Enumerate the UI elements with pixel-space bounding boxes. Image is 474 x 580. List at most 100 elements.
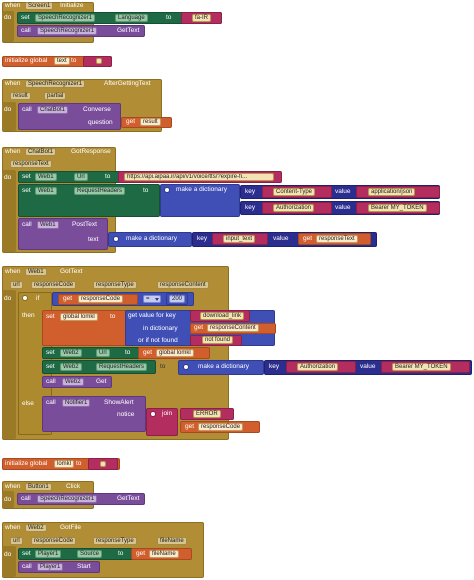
param-response-text[interactable]: responseText <box>10 160 52 168</box>
to-label: to <box>118 550 124 557</box>
key-label: key <box>245 204 256 211</box>
component-dropdown[interactable]: Player1 <box>37 563 64 571</box>
key-text-value[interactable]: input_text <box>223 235 256 243</box>
call-converse-block[interactable] <box>18 103 121 130</box>
text-value[interactable] <box>100 461 106 467</box>
method-name: GetText <box>117 495 140 502</box>
get-label: get <box>126 118 136 125</box>
property-dropdown[interactable]: Url <box>74 173 88 181</box>
param-response-code[interactable]: responseCode <box>31 281 77 289</box>
component-dropdown[interactable]: Web1 <box>35 173 57 181</box>
mutator-gear-icon[interactable] <box>150 411 156 417</box>
to-label: to <box>71 57 77 64</box>
get-label: get <box>136 550 146 557</box>
join-label: join <box>162 410 173 417</box>
value-label: value <box>335 204 351 211</box>
get-label: get <box>194 324 204 331</box>
to-label: to <box>105 173 111 180</box>
get-label: get <box>63 295 73 302</box>
variable-dropdown[interactable]: responseCode <box>198 423 244 431</box>
value-text-value[interactable]: application/json <box>368 188 416 196</box>
event-block-body-notch <box>2 546 16 577</box>
component-dropdown-web1[interactable]: Web1 <box>25 268 47 276</box>
mutator-gear-icon[interactable] <box>113 236 119 242</box>
variable-dropdown[interactable]: responseCode <box>78 295 124 303</box>
component-dropdown[interactable]: Web2 <box>25 524 47 532</box>
text-value[interactable]: ERROR <box>193 410 221 418</box>
variable-name-field[interactable]: text <box>54 57 70 65</box>
variable-dropdown[interactable]: responseContent <box>207 324 259 332</box>
component-dropdown[interactable]: SpeechRecognizer1 <box>37 27 98 35</box>
variable-dropdown[interactable]: responseText <box>316 235 358 243</box>
join-block[interactable] <box>146 408 178 436</box>
property-dropdown[interactable]: RequestHeaders <box>74 187 126 195</box>
variable-dropdown[interactable]: fileName <box>149 550 179 558</box>
component-dropdown[interactable]: SpeechRecognizer1 <box>35 14 96 22</box>
text-value[interactable]: fa-IR <box>192 14 212 22</box>
component-dropdown[interactable]: Screen1 <box>25 2 54 10</box>
param-response-code[interactable]: responseCode <box>31 537 77 545</box>
component-dropdown[interactable]: ChatBot1 <box>37 106 69 114</box>
key-text-value[interactable]: Authorization <box>273 204 315 212</box>
property-dropdown[interactable]: Url <box>96 349 110 357</box>
make-dictionary-block[interactable] <box>160 184 240 217</box>
variable-dropdown[interactable]: global lomkl <box>156 349 194 357</box>
when-label: when <box>5 80 21 87</box>
param-result[interactable]: result <box>10 92 31 100</box>
operator-dropdown[interactable]: = <box>143 295 161 303</box>
component-dropdown[interactable]: SpeechRecognizer1 <box>25 80 86 88</box>
property-dropdown[interactable]: Source <box>77 550 103 558</box>
make-dict-label: make a dictionary <box>126 235 177 242</box>
value-text-value[interactable]: Bearer MY_TOKEN <box>368 204 427 212</box>
mutator-gear-icon[interactable] <box>22 295 28 301</box>
component-dropdown[interactable]: Notifier1 <box>62 399 91 407</box>
variable-dropdown[interactable]: global lomkl <box>60 313 98 321</box>
param-response-type[interactable]: responseType <box>93 537 137 545</box>
param-url[interactable]: url <box>10 281 23 289</box>
chevron-down-icon <box>155 298 159 301</box>
key-text-value[interactable]: download_link <box>200 312 245 320</box>
call-label: call <box>46 399 56 406</box>
param-partial[interactable]: partial <box>44 92 67 100</box>
param-response-type[interactable]: responseType <box>93 281 137 289</box>
set-label: set <box>46 349 55 356</box>
mutator-gear-icon[interactable] <box>164 187 170 193</box>
property-dropdown[interactable]: RequestHeaders <box>96 363 148 371</box>
mutator-gear-icon[interactable] <box>183 364 189 370</box>
component-dropdown[interactable]: Web2 <box>60 349 82 357</box>
event-name: AfterGettingText <box>104 80 151 87</box>
variable-dropdown[interactable]: result <box>140 118 161 126</box>
component-dropdown[interactable]: Button1 <box>25 483 52 491</box>
text-value[interactable]: not found <box>202 336 234 344</box>
get-label: get <box>185 423 195 430</box>
component-dropdown[interactable]: SpeechRecognizer1 <box>37 495 98 503</box>
component-dropdown[interactable]: Web1 <box>35 187 57 195</box>
key-text-value[interactable]: Content-Type <box>273 188 316 196</box>
call-label: call <box>21 495 31 502</box>
event-block-body-notch <box>2 11 14 42</box>
param-response-content[interactable]: responseContent <box>157 281 209 289</box>
value-label: value <box>335 188 351 195</box>
variable-name-field[interactable]: lomkl <box>54 460 75 468</box>
set-label: set <box>22 550 31 557</box>
property-dropdown[interactable]: Language <box>115 14 148 22</box>
value-text-value[interactable]: Bearer MY_TOKEN <box>392 363 451 371</box>
do-label: do <box>4 14 12 21</box>
param-url[interactable]: url <box>10 537 23 545</box>
component-dropdown[interactable]: ChatBot1 <box>25 148 57 156</box>
number-value[interactable]: 200 <box>169 295 186 303</box>
url-text-value[interactable]: https://api.aipaa.ir/api/v1/voice/tts/?e… <box>124 173 274 181</box>
param-file-name[interactable]: fileName <box>157 537 187 545</box>
make-dictionary-block[interactable] <box>178 360 264 375</box>
component-dropdown[interactable]: Web2 <box>60 363 82 371</box>
call-show-alert-block[interactable] <box>42 396 146 432</box>
component-dropdown[interactable]: Player1 <box>35 550 62 558</box>
call-post-text-block[interactable] <box>18 218 108 250</box>
key-text-value[interactable]: Authorization <box>297 363 339 371</box>
component-dropdown[interactable]: Web1 <box>37 221 59 229</box>
text-value[interactable] <box>96 58 102 64</box>
make-dictionary-block[interactable] <box>108 232 192 247</box>
component-dropdown[interactable]: Web2 <box>62 378 84 386</box>
set-label: set <box>46 363 55 370</box>
